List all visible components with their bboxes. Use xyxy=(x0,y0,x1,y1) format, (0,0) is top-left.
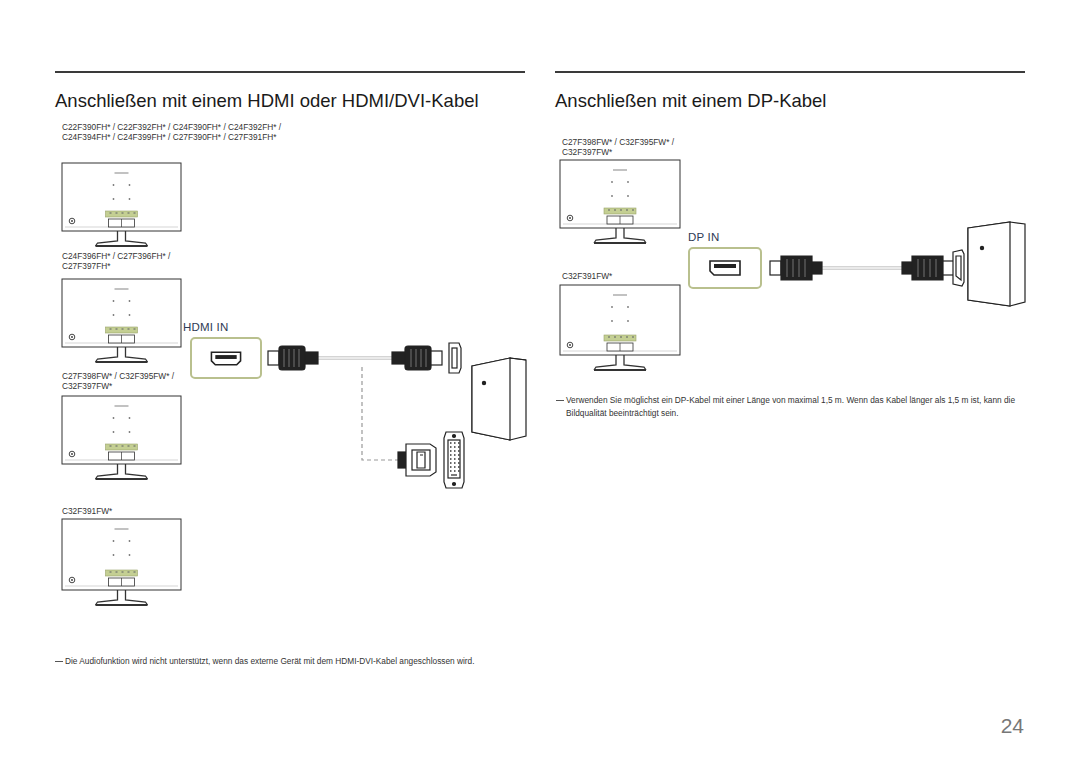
port-label: DP IN xyxy=(688,231,762,243)
port-label: HDMI IN xyxy=(183,321,262,333)
monitor xyxy=(560,160,680,243)
monitor-drawings xyxy=(62,160,680,605)
port-outline xyxy=(688,247,762,289)
port-outline xyxy=(190,337,262,379)
monitor xyxy=(62,163,181,246)
dvi-cable xyxy=(362,367,464,488)
monitor xyxy=(560,285,680,370)
port-icon xyxy=(192,339,260,377)
note: Verwenden Sie möglichst ein DP-Kabel mit… xyxy=(566,394,1026,420)
model-list: C32F391FW* xyxy=(62,507,212,517)
monitor xyxy=(62,519,181,605)
hdmi-cable xyxy=(268,343,461,373)
model-list: C27F398FW* / C32F395FW* / C32F397FW* xyxy=(562,138,712,157)
pc-tower xyxy=(968,222,1025,306)
pc-tower xyxy=(472,358,526,440)
model-list: C22F390FH* / C22F392FH* / C24F390FH* / C… xyxy=(62,123,312,142)
port-icon xyxy=(690,249,760,287)
note-mark xyxy=(556,400,564,401)
model-list: C24F396FH* / C27F396FH* / C27F397FH* xyxy=(62,252,212,271)
section-heading: Anschließen mit einem HDMI oder HDMI/DVI… xyxy=(55,90,479,112)
section-heading: Anschließen mit einem DP-Kabel xyxy=(555,90,826,112)
port-box: HDMI IN xyxy=(183,321,262,379)
dp-cable xyxy=(770,250,964,286)
monitor xyxy=(62,279,181,362)
note: Die Audiofunktion wird nicht unterstützt… xyxy=(65,655,520,668)
port-box: DP IN xyxy=(688,231,762,289)
monitor xyxy=(62,396,181,479)
section-rules xyxy=(55,71,1025,73)
page-number: 24 xyxy=(1001,714,1024,738)
note-mark xyxy=(55,661,63,662)
